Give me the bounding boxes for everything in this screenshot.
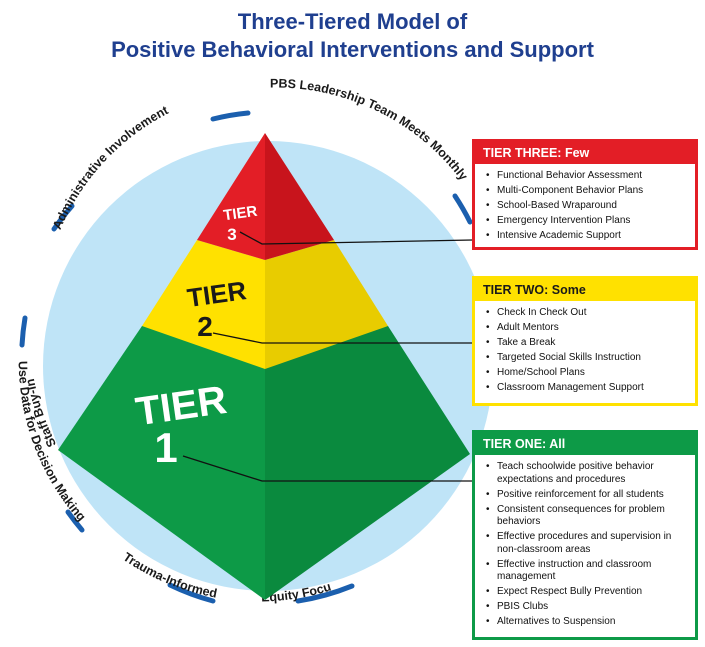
list-item: School-Based Wraparound <box>486 200 687 213</box>
list-item: Teach schoolwide positive behavior expec… <box>486 461 687 486</box>
tier-one-box: TIER ONE: All Teach schoolwide positive … <box>472 430 698 640</box>
list-item: Classroom Management Support <box>486 382 687 395</box>
ring-seg-7 <box>295 583 355 604</box>
list-item: Expect Respect Bully Prevention <box>486 586 687 599</box>
connector-tier3 <box>239 231 473 245</box>
ring-seg-2 <box>452 193 473 225</box>
tier3-right-face <box>265 133 334 260</box>
title-line-2: Positive Behavioral Interventions and Su… <box>111 37 594 62</box>
list-item: Adult Mentors <box>486 322 687 335</box>
tier-three-box: TIER THREE: Few Functional Behavior Asse… <box>472 139 698 250</box>
tier-three-header: TIER THREE: Few <box>475 142 695 164</box>
list-item: Functional Behavior Assessment <box>486 170 687 183</box>
list-item: Home/School Plans <box>486 367 687 380</box>
list-item: Positive reinforcement for all students <box>486 489 687 502</box>
tier2-right-face <box>265 240 388 369</box>
tier1-left-face <box>58 326 265 600</box>
tier-two-box: TIER TWO: Some Check In Check Out Adult … <box>472 276 698 406</box>
list-item: Targeted Social Skills Instruction <box>486 352 687 365</box>
tier-two-list: Check In Check Out Adult Mentors Take a … <box>475 301 695 401</box>
list-item: Multi-Component Behavior Plans <box>486 185 687 198</box>
ring-seg-5 <box>65 509 85 533</box>
tier-one-header: TIER ONE: All <box>475 433 695 455</box>
list-item: PBIS Clubs <box>486 601 687 614</box>
list-item: Emergency Intervention Plans <box>486 215 687 228</box>
list-item: Alternatives to Suspension <box>486 616 687 629</box>
ring-seg-3 <box>51 203 75 232</box>
connector-tier2 <box>212 332 472 344</box>
list-item: Check In Check Out <box>486 307 687 320</box>
ring-seg-6 <box>167 582 216 604</box>
ring-seg-1 <box>210 110 251 122</box>
tier1-right-face <box>265 326 470 600</box>
tier1-number: 1 <box>154 424 177 471</box>
tier3-number: 3 <box>227 225 236 244</box>
list-item: Intensive Academic Support <box>486 230 687 243</box>
ring-seg-4 <box>19 315 28 348</box>
tier-one-list: Teach schoolwide positive behavior expec… <box>475 455 695 635</box>
list-item: Take a Break <box>486 337 687 350</box>
title-line-1: Three-Tiered Model of <box>237 9 468 34</box>
list-item: Consistent consequences for problem beha… <box>486 504 687 529</box>
list-item: Effective procedures and supervision in … <box>486 531 687 556</box>
tier3-left-face <box>197 133 265 260</box>
tier2-number: 2 <box>197 311 213 342</box>
tier3-word: TIER <box>222 203 258 225</box>
tier-three-list: Functional Behavior Assessment Multi-Com… <box>475 164 695 249</box>
outer-ring <box>19 110 473 604</box>
connector-lines <box>182 231 473 482</box>
list-item: Effective instruction and classroom mana… <box>486 559 687 584</box>
connector-tier1 <box>182 455 472 482</box>
tier-two-header: TIER TWO: Some <box>475 279 695 301</box>
